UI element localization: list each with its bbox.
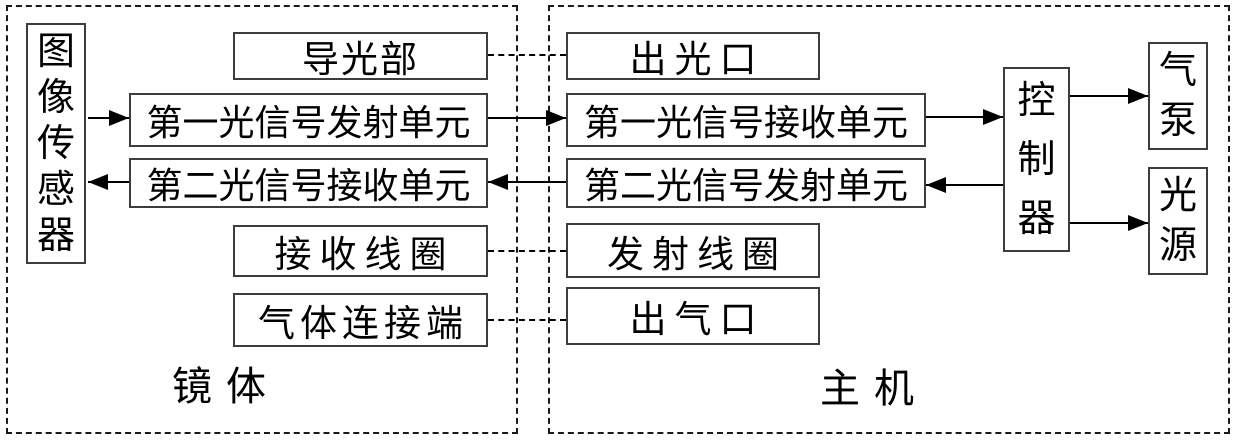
connector-image-sensor-to-first-tx — [88, 110, 129, 126]
arrow-right-icon — [109, 110, 129, 126]
arrow-right-icon — [983, 109, 1003, 125]
connector-line — [1070, 222, 1148, 224]
node-first-optical-signal-rx-unit: 第一光信号接收单元 — [566, 93, 926, 147]
arrow-right-icon — [1128, 88, 1148, 104]
connector-controller-to-light-source — [1070, 215, 1148, 231]
node-gas-connector: 气体连接端 — [233, 293, 488, 347]
arrow-left-icon — [926, 177, 946, 193]
node-controller: 控制器 — [1003, 67, 1070, 252]
connector-gas-connector-to-gas-outlet — [488, 312, 566, 328]
node-receiving-coil: 接收线圈 — [233, 225, 488, 277]
connector-controller-to-air-pump — [1070, 88, 1148, 104]
dashed-connector-line — [488, 54, 566, 56]
arrow-right-icon — [546, 110, 566, 126]
connector-line — [1070, 95, 1148, 97]
connector-rx-coil-to-tx-coil — [488, 243, 566, 259]
node-air-pump: 气泵 — [1148, 42, 1208, 150]
node-second-optical-signal-rx-unit: 第二光信号接收单元 — [129, 158, 488, 208]
arrow-left-icon — [88, 174, 108, 190]
connector-line — [488, 181, 566, 183]
connector-line — [926, 184, 1003, 186]
connector-light-guide-to-light-exit — [488, 47, 566, 63]
arrow-right-icon — [1128, 215, 1148, 231]
group-host — [548, 5, 1230, 434]
connector-line — [488, 117, 566, 119]
connector-controller-to-second-tx — [926, 177, 1003, 193]
connector-line — [88, 117, 129, 119]
connector-second-tx-to-second-rx — [488, 174, 566, 190]
connector-line — [88, 181, 129, 183]
connector-first-rx-to-controller — [926, 109, 1003, 125]
connector-line — [926, 116, 1003, 118]
node-second-optical-signal-tx-unit: 第二光信号发射单元 — [566, 158, 926, 208]
connector-first-tx-to-first-rx — [488, 110, 566, 126]
group-lens-body — [6, 5, 518, 434]
connector-second-rx-to-image-sensor — [88, 174, 129, 190]
node-gas-outlet-port: 出气口 — [566, 287, 820, 345]
node-first-optical-signal-tx-unit: 第一光信号发射单元 — [129, 93, 488, 147]
node-light-source: 光源 — [1148, 167, 1208, 275]
node-light-exit-port: 出光口 — [566, 32, 820, 81]
arrow-left-icon — [488, 174, 508, 190]
node-transmitting-coil: 发射线圈 — [566, 223, 820, 278]
lens-body-label: 镜 体 — [172, 364, 268, 409]
dashed-connector-line — [488, 319, 566, 321]
dashed-connector-line — [488, 250, 566, 252]
node-image-sensor: 图像传感器 — [26, 23, 86, 264]
host-label: 主 机 — [820, 366, 916, 411]
node-light-guide: 导光部 — [233, 32, 488, 81]
